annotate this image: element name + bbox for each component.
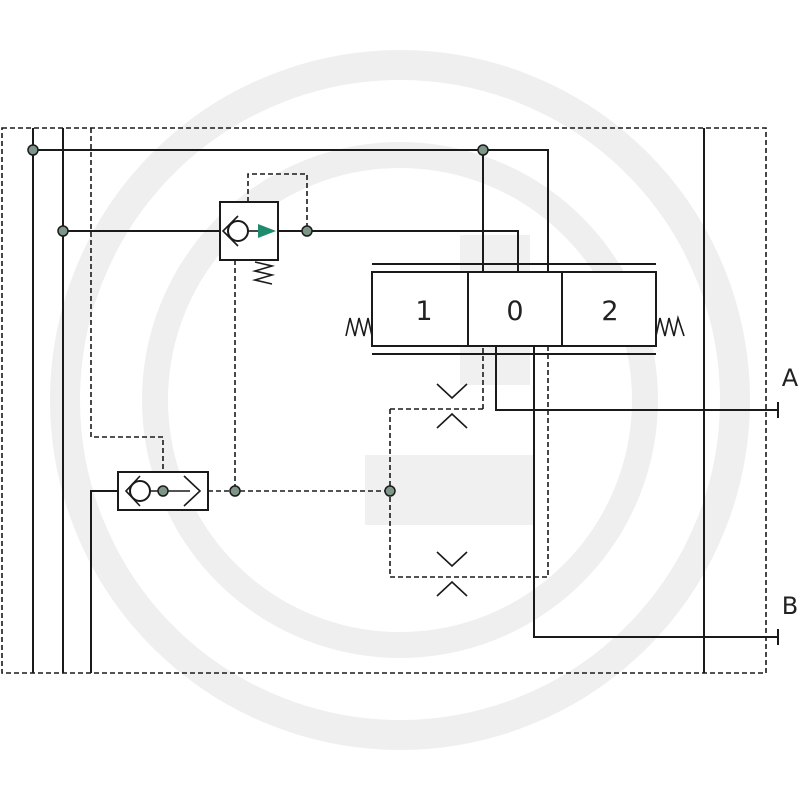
pilot-line-left xyxy=(90,128,164,491)
port-a-label: A xyxy=(782,364,799,392)
enclosure-border xyxy=(1,127,767,674)
spring-right-icon xyxy=(655,315,685,337)
junction-dot xyxy=(477,144,489,156)
check-outlet-line xyxy=(278,230,519,285)
valve-position-0 xyxy=(467,271,563,347)
valve-label-1: 1 xyxy=(415,296,432,327)
flow-arrow-icon xyxy=(258,224,276,238)
junction-dot xyxy=(301,225,313,237)
port-a-line xyxy=(495,346,778,411)
port-b-label: B xyxy=(782,592,798,620)
port-b-line xyxy=(533,346,778,638)
junction-dot xyxy=(157,485,169,497)
pilot-loop xyxy=(247,173,308,231)
watermark-logo xyxy=(50,50,750,750)
shuttle-line-left xyxy=(90,490,118,673)
spring-left-icon xyxy=(345,317,373,337)
directional-valve: 1 0 2 xyxy=(371,263,657,355)
valve-position-1 xyxy=(371,271,469,347)
throttle-lower xyxy=(436,551,468,597)
junction-dot xyxy=(384,485,396,497)
valve-label-2: 2 xyxy=(601,296,618,327)
junction-dot xyxy=(229,485,241,497)
pressure-line-top xyxy=(33,149,549,272)
junction-dots xyxy=(27,144,489,497)
valve-position-2 xyxy=(561,271,657,347)
check-valve xyxy=(219,201,279,261)
throttle-upper xyxy=(436,383,468,429)
junction-dot xyxy=(57,225,69,237)
check-spring-icon xyxy=(251,261,276,285)
junction-dot xyxy=(27,144,39,156)
valve-label-0: 0 xyxy=(506,296,523,327)
